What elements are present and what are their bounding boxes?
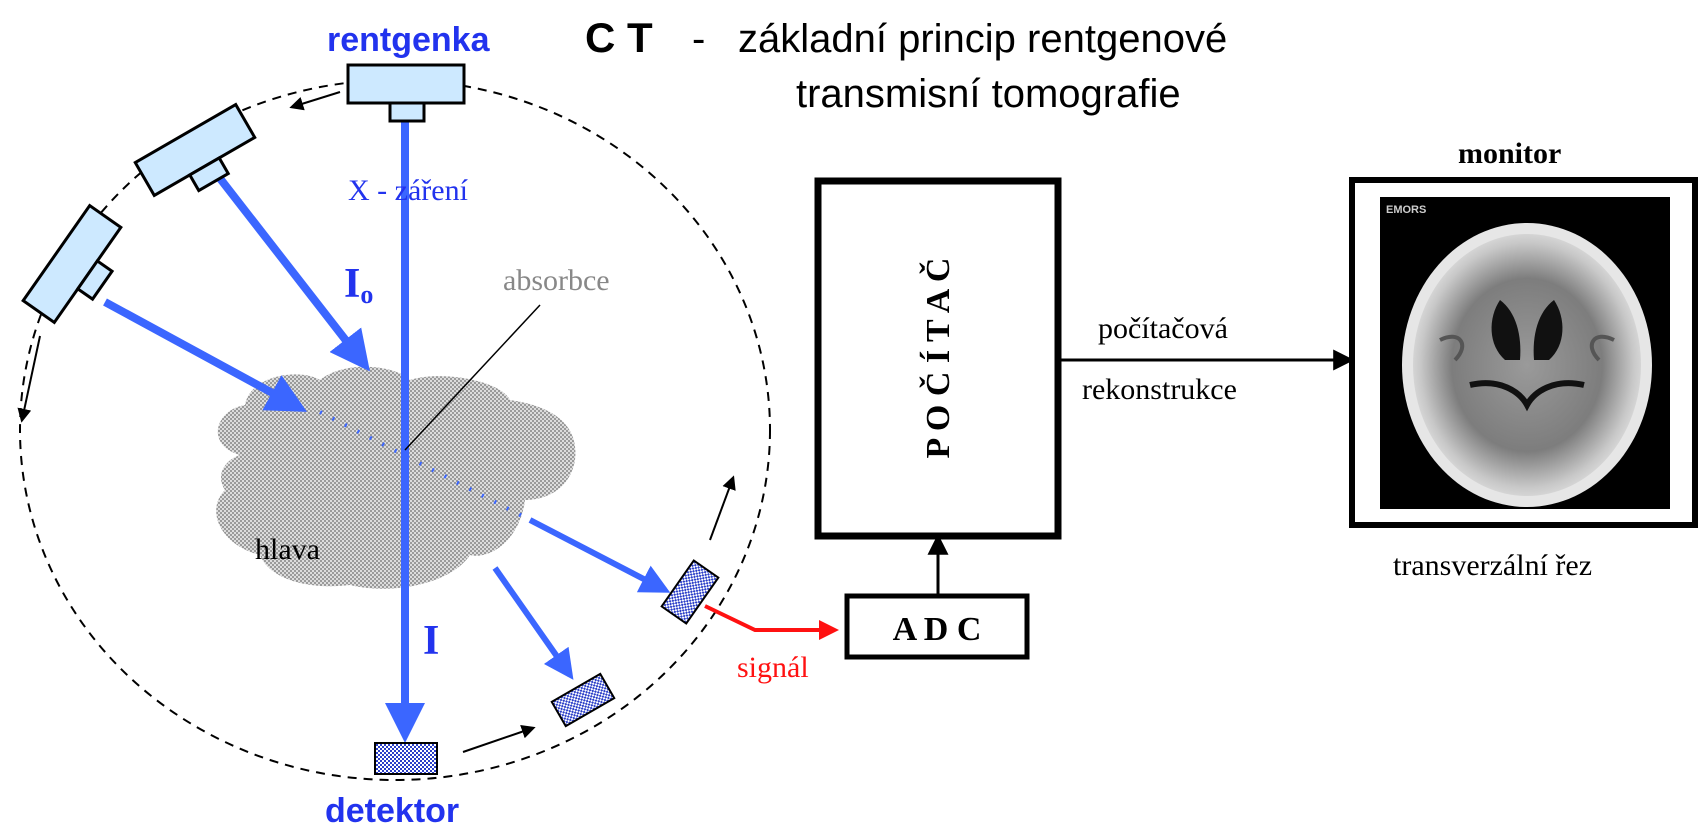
xray-tube-left <box>21 203 123 325</box>
beam-diagonal-1 <box>211 169 370 372</box>
computer-box <box>814 177 1062 540</box>
signal-line <box>704 604 839 640</box>
screen-tag: EMORS <box>1386 204 1426 216</box>
computer-label: P O Č Í T A Č <box>919 258 957 459</box>
detector-right <box>660 559 720 625</box>
reconstruction-label-1: počítačová <box>1098 312 1228 345</box>
beam-exit-lower <box>492 566 574 680</box>
head-label: hlava <box>255 533 320 566</box>
detector-bottom <box>374 742 438 775</box>
i0-subscript: o <box>360 280 373 309</box>
xray-tube-mid <box>133 102 257 198</box>
adc-box <box>844 593 1030 660</box>
gantry-orbit <box>19 79 771 781</box>
absorption-pointer <box>404 304 541 451</box>
detector-lower-right <box>550 672 616 728</box>
adc-label: A D C <box>893 611 982 648</box>
i0-main: I <box>344 261 360 307</box>
title-line-2: transmisní tomografie <box>796 72 1181 116</box>
rotation-arrow-left <box>17 335 41 423</box>
signal-label: signál <box>737 651 809 684</box>
beam-dotted-segment <box>319 410 531 522</box>
ct-slice-image <box>1402 223 1652 507</box>
i0-label: Io <box>344 261 373 309</box>
rotation-arrow-right <box>709 475 736 541</box>
absorption-label: absorbce <box>503 264 610 297</box>
slice-label: transverzální řez <box>1393 549 1592 582</box>
title-line-1: základní princip rentgenové <box>738 17 1227 61</box>
xray-label: X - záření <box>348 174 469 207</box>
i-label: I <box>423 618 439 664</box>
title-prefix: C T <box>585 14 653 61</box>
rotation-arrow-top <box>289 91 341 111</box>
rotation-arrow-bottom <box>462 725 536 753</box>
head-phantom <box>216 366 576 589</box>
xray-tube-top <box>346 63 466 123</box>
beam-exit-right <box>528 517 671 593</box>
beam-diagonal-2 <box>103 298 308 412</box>
monitor-label: monitor <box>1458 137 1561 170</box>
reconstruction-label-2: rekonstrukce <box>1082 373 1237 406</box>
title-dash: - <box>692 17 705 61</box>
xray-tube-label: rentgenka <box>327 21 491 59</box>
detector-label: detektor <box>325 792 459 830</box>
